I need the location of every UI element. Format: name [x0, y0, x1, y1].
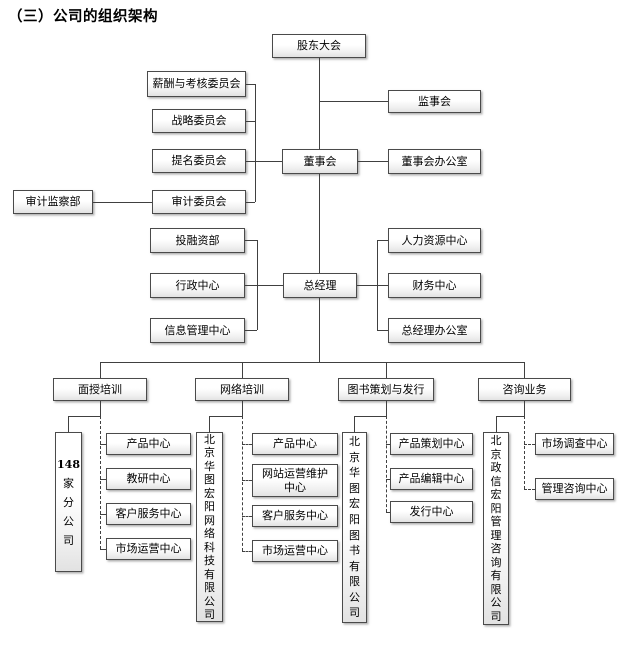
branch-company-label: 家 分 公 司: [63, 476, 74, 547]
connector-gm-office-stub: [377, 330, 388, 331]
box-g1-research-center: 教研中心: [106, 468, 191, 490]
box-supervisory-board: 监事会: [388, 90, 481, 113]
connector-g1-branch: [68, 416, 100, 417]
connector-g4-stub-2: [524, 489, 535, 490]
connector-supervisory-board: [319, 101, 388, 102]
connector-drop-consulting: [524, 362, 525, 378]
connector-info-stub: [245, 330, 257, 331]
connector-strategy-stub: [246, 121, 255, 122]
connector-admin-gm: [245, 285, 283, 286]
connector-g1-stub-1: [100, 444, 106, 445]
box-g1-customer-service-center: 客户服务中心: [106, 503, 191, 525]
box-strategy-committee: 战略委员会: [152, 109, 246, 133]
connector-g3-branch: [354, 416, 386, 417]
connector-finance-gm: [357, 285, 388, 286]
connector-g2-branch: [209, 416, 242, 417]
box-division-face-training: 面授培训: [53, 378, 147, 401]
connector-hr-stub: [377, 240, 388, 241]
box-division-book-publishing: 图书策划与发行: [338, 378, 434, 401]
connector-g3-stub-3: [386, 512, 390, 513]
connector-g1-down: [100, 401, 101, 416]
box-g4-management-consulting-center: 管理咨询中心: [535, 478, 614, 500]
box-division-consulting: 咨询业务: [478, 378, 571, 401]
box-g2-product-center: 产品中心: [252, 433, 338, 455]
connector-g4-down: [524, 401, 525, 416]
connector-audit-supervision: [93, 202, 152, 203]
connector-shareholders-board: [319, 58, 320, 149]
box-general-manager: 总经理: [283, 273, 357, 298]
connector-g2-stub-3: [242, 516, 252, 517]
connector-g4-dashed-spine: [524, 416, 525, 489]
connector-audit-committee-stub: [246, 202, 255, 203]
box-book-company: 北 京 华 图 宏 阳 图 书 有 限 公 司: [342, 432, 367, 623]
box-admin-center: 行政中心: [150, 273, 245, 298]
box-network-tech-company: 北 京 华 图 宏 阳 网 络 科 技 有 限 公 司: [196, 432, 223, 622]
connector-g3-down: [386, 401, 387, 416]
box-branch-companies: 148 家 分 公 司: [55, 432, 82, 572]
connector-gm-divisions: [319, 298, 320, 362]
connector-g2-stub-4: [242, 551, 252, 552]
box-g3-distribution-center: 发行中心: [390, 501, 473, 523]
box-consulting-company: 北 京 政 信 宏 阳 管 理 咨 询 有 限 公 司: [483, 432, 509, 625]
connector-compensation-stub: [246, 84, 255, 85]
connector-g1-company-drop: [68, 416, 69, 432]
connector-g1-stub-2: [100, 479, 106, 480]
box-investment-dept: 投融资部: [150, 228, 245, 253]
connector-board-gm: [319, 174, 320, 273]
connector-g4-stub-1: [524, 444, 535, 445]
box-board-of-directors: 董事会: [282, 149, 358, 174]
connector-investment-stub: [245, 240, 257, 241]
page-title: （三）公司的组织架构: [8, 9, 158, 25]
connector-g3-company-drop: [354, 416, 355, 432]
box-finance-center: 财务中心: [388, 273, 481, 298]
box-hr-center: 人力资源中心: [388, 228, 481, 253]
connector-g2-company-drop: [209, 416, 210, 432]
box-audit-supervision-dept: 审计监察部: [13, 190, 93, 214]
connector-committee-spine: [255, 84, 256, 202]
connector-g1-stub-4: [100, 549, 106, 550]
connector-g2-dashed-spine: [242, 416, 243, 551]
box-g1-product-center: 产品中心: [106, 433, 191, 455]
box-shareholders-meeting: 股东大会: [272, 34, 366, 58]
connector-g1-stub-3: [100, 514, 106, 515]
connector-g2-stub-2: [242, 480, 252, 481]
connector-g3-stub-2: [386, 479, 390, 480]
box-g4-market-research-center: 市场调查中心: [535, 433, 614, 455]
connector-g1-dashed-spine: [100, 416, 101, 549]
connector-g2-down: [242, 401, 243, 416]
box-audit-committee: 审计委员会: [152, 190, 246, 214]
connector-g4-company-drop: [496, 416, 497, 432]
box-g2-market-operation-center: 市场运营中心: [252, 540, 338, 562]
connector-drop-online-training: [242, 362, 243, 378]
connector-g2-stub-1: [242, 444, 252, 445]
connector-division-bus: [100, 362, 524, 363]
box-g1-market-operation-center: 市场运营中心: [106, 538, 191, 560]
connector-g4-branch: [496, 416, 524, 417]
connector-drop-face-training: [100, 362, 101, 378]
connector-g3-dashed-spine: [386, 416, 387, 512]
connector-g3-stub-1: [386, 444, 390, 445]
box-division-online-training: 网络培训: [195, 378, 289, 401]
box-g3-product-planning-center: 产品策划中心: [390, 433, 473, 455]
box-compensation-committee: 薪酬与考核委员会: [147, 71, 246, 97]
box-g2-customer-service-center: 客户服务中心: [252, 505, 338, 527]
box-nomination-committee: 提名委员会: [152, 149, 246, 173]
connector-drop-book-publishing: [386, 362, 387, 378]
box-g3-product-editing-center: 产品编辑中心: [390, 468, 473, 490]
connector-nomination-board: [246, 161, 282, 162]
branch-company-count: 148: [57, 457, 80, 471]
box-info-management-center: 信息管理中心: [150, 318, 245, 343]
box-board-office: 董事会办公室: [388, 149, 481, 174]
box-gm-office: 总经理办公室: [388, 318, 481, 343]
box-g2-website-operation-center: 网站运营维护 中心: [252, 464, 338, 497]
connector-board-office: [358, 161, 388, 162]
